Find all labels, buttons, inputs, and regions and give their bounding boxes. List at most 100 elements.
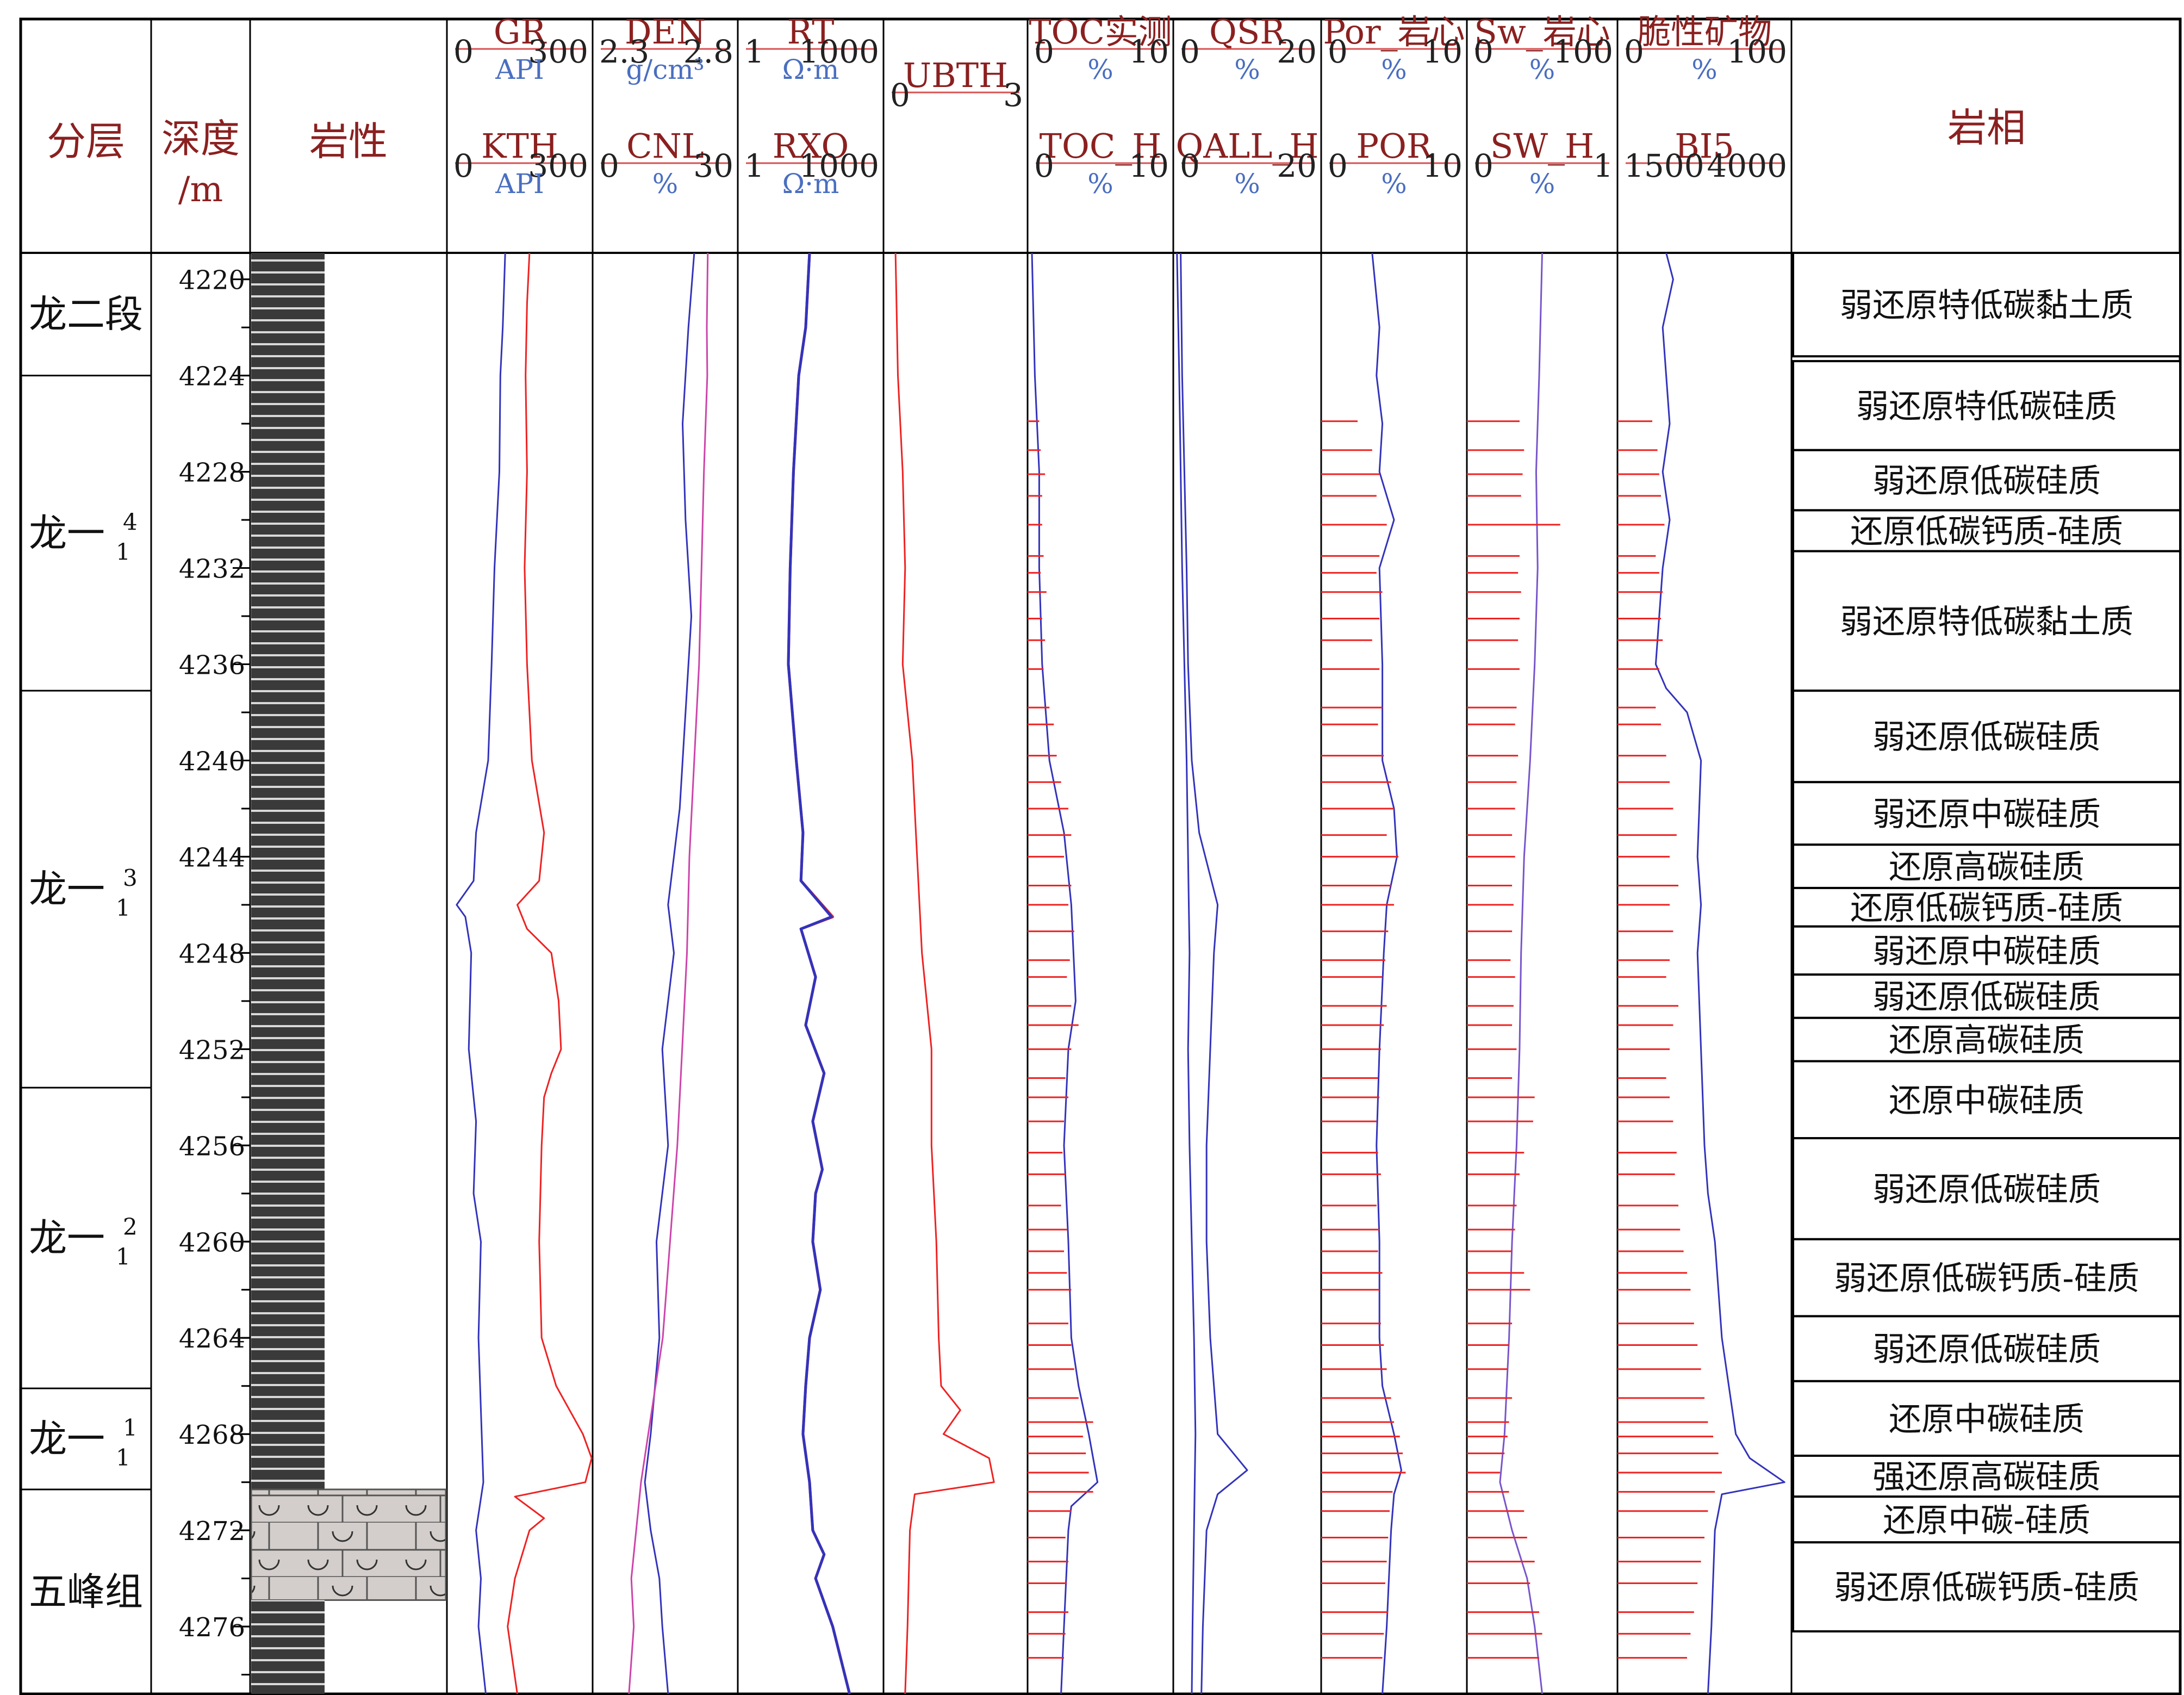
facies-box — [1792, 925, 2181, 976]
curve-name-label: TOC_H — [1040, 126, 1162, 166]
log-curve — [628, 252, 709, 1694]
layer-label: 龙二段 — [29, 292, 143, 337]
depth-header: 深度 — [161, 116, 240, 162]
scale-max-label: 1000 — [799, 147, 879, 184]
depth-tick-label: 4240 — [179, 746, 245, 777]
lithology-limestone — [250, 1488, 447, 1601]
curve-unit-label: % — [1691, 54, 1718, 85]
curve-name-label: TOC实测 — [1029, 12, 1172, 52]
facies-label: 弱还原低碳硅质 — [1872, 462, 2101, 500]
scale-min-label: 0 — [1473, 33, 1494, 70]
scale-max-label: 1000 — [799, 33, 879, 70]
scale-max-label: 1 — [1593, 147, 1613, 184]
facies-label: 弱还原中碳硅质 — [1872, 796, 2101, 834]
depth-tick-label: 4248 — [179, 939, 245, 969]
scale-min-label: 0 — [1473, 147, 1494, 184]
scale-max-label: 10 — [1422, 33, 1463, 70]
facies-box — [1792, 1541, 2181, 1632]
curve-unit-label: % — [1381, 54, 1407, 85]
scale-min-label: 1500 — [1624, 147, 1704, 184]
facies-label: 还原低碳钙质-硅质 — [1850, 513, 2123, 551]
scale-min-label: 0 — [1328, 147, 1348, 184]
scale-max-label: 10 — [1129, 147, 1169, 184]
scale-max-label: 2.8 — [683, 33, 733, 70]
curve-name-label: SW_H — [1490, 126, 1594, 166]
facies-label: 弱还原中碳硅质 — [1872, 933, 2101, 971]
depth-tick-label: 4236 — [179, 650, 245, 681]
scale-max-label: 10 — [1129, 33, 1169, 70]
facies-label: 强还原高碳硅质 — [1872, 1458, 2101, 1497]
log-curve — [787, 252, 851, 1694]
scale-min-label: 1 — [744, 147, 764, 184]
scale-max-label: 30 — [693, 147, 733, 184]
scale-min-label: 2.3 — [599, 33, 649, 70]
facies-label: 还原高碳硅质 — [1889, 848, 2085, 886]
depth-tick-label: 4252 — [179, 1035, 245, 1065]
facies-label: 还原中碳硅质 — [1889, 1082, 2085, 1120]
facies-box — [1792, 509, 2181, 552]
lithology-shale — [251, 1600, 325, 1694]
depth-column: 4220422442284232423642404244424842524256… — [179, 265, 250, 1676]
depth-tick-label: 4260 — [179, 1227, 245, 1258]
curve-name-label: QALL_H — [1175, 126, 1318, 166]
scale-max-label: 100 — [1553, 33, 1613, 70]
facies-box — [1792, 690, 2181, 784]
facies-label: 弱还原低碳硅质 — [1872, 978, 2101, 1016]
scale-min-label: 0 — [599, 147, 619, 184]
facies-label: 弱还原低碳硅质 — [1872, 1331, 2101, 1369]
log-curve — [456, 252, 506, 1694]
log-curve — [787, 252, 851, 1694]
curve-unit-label: % — [1381, 168, 1407, 200]
facies-label: 还原中碳-硅质 — [1883, 1501, 2090, 1539]
facies-label: 弱还原低碳钙质-硅质 — [1834, 1569, 2139, 1607]
scale-max-label: 4000 — [1707, 147, 1787, 184]
layer-subscript: 1 — [116, 538, 130, 565]
layer-label: 龙一 — [29, 1417, 105, 1461]
depth-tick-label: 4224 — [179, 362, 245, 392]
scale-min-label: 0 — [1624, 33, 1644, 70]
layer-subscript: 1 — [116, 1244, 130, 1270]
core-sample-bars — [1321, 420, 1406, 1659]
scale-max-label: 20 — [1277, 33, 1317, 70]
curve-unit-label: Ω·m — [782, 54, 839, 85]
scale-min-label: 0 — [1180, 147, 1200, 184]
curve-name-label: 脆性矿物 — [1637, 12, 1772, 52]
curve-name-label: UBTH — [903, 55, 1008, 95]
curve-name-label: Sw_岩心 — [1474, 12, 1610, 52]
facies-box — [1792, 1315, 2181, 1382]
curve-unit-label: % — [1087, 168, 1113, 200]
depth-tick-label: 4244 — [179, 842, 245, 873]
facies-label: 弱还原特低碳黏土质 — [1840, 287, 2133, 325]
curve-name-label: BI5 — [1675, 126, 1734, 166]
curve-unit-label: g/cm³ — [626, 54, 704, 85]
facies-box — [1792, 1495, 2181, 1544]
layer-label: 龙一 — [29, 511, 105, 555]
facies-box — [1792, 1060, 2181, 1140]
layer-label: 龙一 — [29, 1216, 105, 1261]
curve-unit-label: % — [1087, 54, 1113, 85]
layer-subscript: 1 — [116, 1444, 130, 1471]
layer-label: 五峰组 — [29, 1569, 143, 1614]
scale-min-label: 0 — [1034, 147, 1054, 184]
facies-column: 弱还原特低碳黏土质弱还原特低碳硅质弱还原低碳硅质还原低碳钙质-硅质弱还原特低碳黏… — [1792, 252, 2181, 1632]
curve-unit-label: Ω·m — [782, 168, 839, 200]
layer-header: 分层 — [47, 119, 125, 164]
depth-tick-label: 4232 — [179, 554, 245, 585]
scale-max-label: 100 — [1727, 33, 1787, 70]
curve-name-label: DEN — [625, 12, 706, 52]
curve-name-label: KTH — [481, 126, 558, 166]
curve-name-label: RT — [787, 12, 835, 52]
log-curve — [1031, 252, 1099, 1694]
curve-name-label: Por_岩心 — [1323, 12, 1465, 52]
depth-tick-label: 4264 — [179, 1324, 245, 1354]
facies-label: 还原低碳钙质-硅质 — [1850, 889, 2123, 927]
curve-name-label: CNL — [626, 126, 704, 166]
lithology-column — [250, 253, 447, 1694]
core-sample-bars — [1617, 420, 1722, 1659]
scale-min-label: 0 — [1034, 33, 1054, 70]
curve-unit-label: % — [1234, 54, 1260, 85]
curve-unit-label: API — [495, 168, 544, 200]
scale-max-label: 3 — [1003, 77, 1023, 114]
log-curve — [1176, 252, 1197, 1694]
